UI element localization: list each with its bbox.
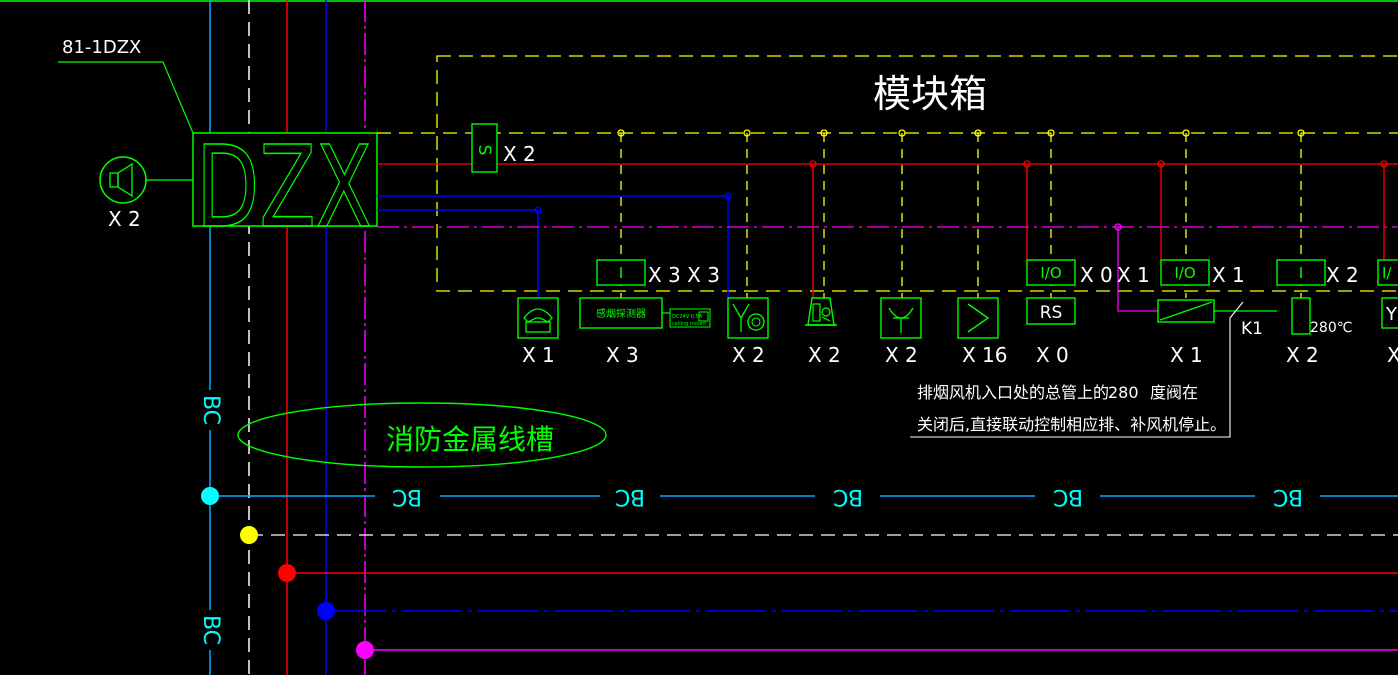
io-module-3-text: I/	[1382, 264, 1392, 282]
bc-vertical-1: BC	[198, 395, 223, 425]
rs-module-icon: RS	[1026, 297, 1076, 325]
module-box-title: 模块箱	[873, 72, 987, 116]
red-drops	[809, 160, 1388, 298]
trunking-ellipse	[237, 402, 607, 468]
bc-horizontal-2: BC	[615, 484, 645, 509]
smoke-detector-label: 感烟探测器	[596, 307, 646, 320]
note-line1-a: 排烟风机入口处的总管上的	[917, 383, 1109, 402]
smoke-detector-small-2: ceiling mount	[672, 321, 706, 327]
junction-yellow	[240, 526, 258, 544]
smoke-detector-count: X 3	[606, 343, 639, 367]
yellow-drops	[620, 133, 1302, 298]
io-module-2-count: X 1	[1212, 263, 1245, 287]
telephone-jack-count: X 1	[522, 343, 555, 367]
bus-blue-2	[377, 209, 539, 298]
bc-horizontal-5: BC	[1273, 484, 1303, 509]
io-module-1-text: I/O	[1040, 264, 1061, 282]
bc-horizontal-4: BC	[1053, 484, 1083, 509]
note-line1-b: 度阀在	[1150, 383, 1198, 402]
bus-blue-1	[377, 195, 729, 298]
rs-text: RS	[1040, 303, 1063, 323]
fire-damper-icon	[1291, 297, 1311, 335]
junction-red	[278, 564, 296, 582]
motorized-valve-count: X 1	[1170, 343, 1203, 367]
sprinkler-count: X 2	[885, 343, 918, 367]
yellow-nodes	[617, 129, 1305, 137]
dzx-label: DZX	[196, 123, 372, 253]
io-module-2	[1160, 259, 1210, 286]
magenta-node	[1114, 223, 1122, 231]
io-module-2-text: I/O	[1174, 264, 1195, 282]
fire-hydrant-button-icon	[805, 297, 837, 326]
smoke-detector-icon: 感烟探测器 DC24V 0.5A ceiling mount	[579, 297, 711, 329]
input-module-1-count: X 3 X 3	[648, 263, 720, 287]
bc-horizontal-1: BC	[392, 484, 422, 509]
s-module-count: X 2	[503, 142, 536, 166]
note-line2: 关闭后,直接联动控制相应排、补风机停止。	[917, 415, 1226, 434]
rs-count: X 0	[1036, 343, 1069, 367]
fire-damper-count: X 2	[1286, 343, 1319, 367]
sprinkler-flow-switch-icon	[880, 297, 922, 339]
handheld-alarm-button-icon	[727, 297, 769, 339]
dzx-cabinet: DZX	[192, 122, 378, 254]
bc-vertical-gap-2	[198, 610, 222, 650]
io-module-1	[1026, 259, 1076, 286]
trunking-label: 消防金属线槽	[386, 423, 554, 456]
handheld-alarm-count: X 2	[732, 343, 765, 367]
io-module-3	[1377, 259, 1398, 286]
input-module-2	[1276, 259, 1326, 286]
motorized-valve-icon	[1157, 299, 1277, 323]
blue-node-1	[534, 206, 542, 214]
y-symbol: Y	[1385, 304, 1398, 325]
io-module-1-count: X 0	[1080, 263, 1113, 287]
input-module-2-count: X 2	[1326, 263, 1359, 287]
y-count: X	[1387, 343, 1398, 367]
speaker-count: X 2	[108, 207, 141, 231]
junction-cyan	[201, 487, 219, 505]
sound-light-count: X 16	[962, 343, 1008, 367]
magenta-drop	[1117, 227, 1158, 312]
k1-leader	[910, 301, 1244, 438]
s-module-symbol: S	[474, 145, 494, 156]
y-terminal-icon: Y	[1381, 297, 1398, 329]
middle-x1-label: X 1	[1117, 263, 1150, 287]
input-module-2-text: I	[1299, 264, 1303, 282]
junction-magenta	[356, 641, 374, 659]
damper-temp: 280℃	[1310, 320, 1352, 336]
note-line1-num: 280	[1108, 383, 1139, 402]
panel-tag: 81-1DZX	[62, 37, 141, 58]
input-module-1	[596, 259, 646, 286]
telephone-jack-icon	[517, 297, 559, 339]
k1-label: K1	[1241, 319, 1263, 339]
smoke-detector-small-1: DC24V 0.5A	[672, 314, 703, 320]
junction-blue	[317, 602, 335, 620]
input-module-1-text: I	[619, 264, 623, 282]
speaker-icon	[99, 156, 193, 204]
blue-node-2	[724, 192, 732, 200]
bc-vertical-2: BC	[198, 615, 223, 645]
s-module	[471, 123, 498, 173]
panel-tag-leader	[58, 61, 194, 134]
bc-horizontal-3: BC	[833, 484, 863, 509]
bc-vertical-gap-1	[198, 390, 222, 430]
sound-light-alarm-icon	[957, 297, 999, 339]
fire-hydrant-count: X 2	[808, 343, 841, 367]
